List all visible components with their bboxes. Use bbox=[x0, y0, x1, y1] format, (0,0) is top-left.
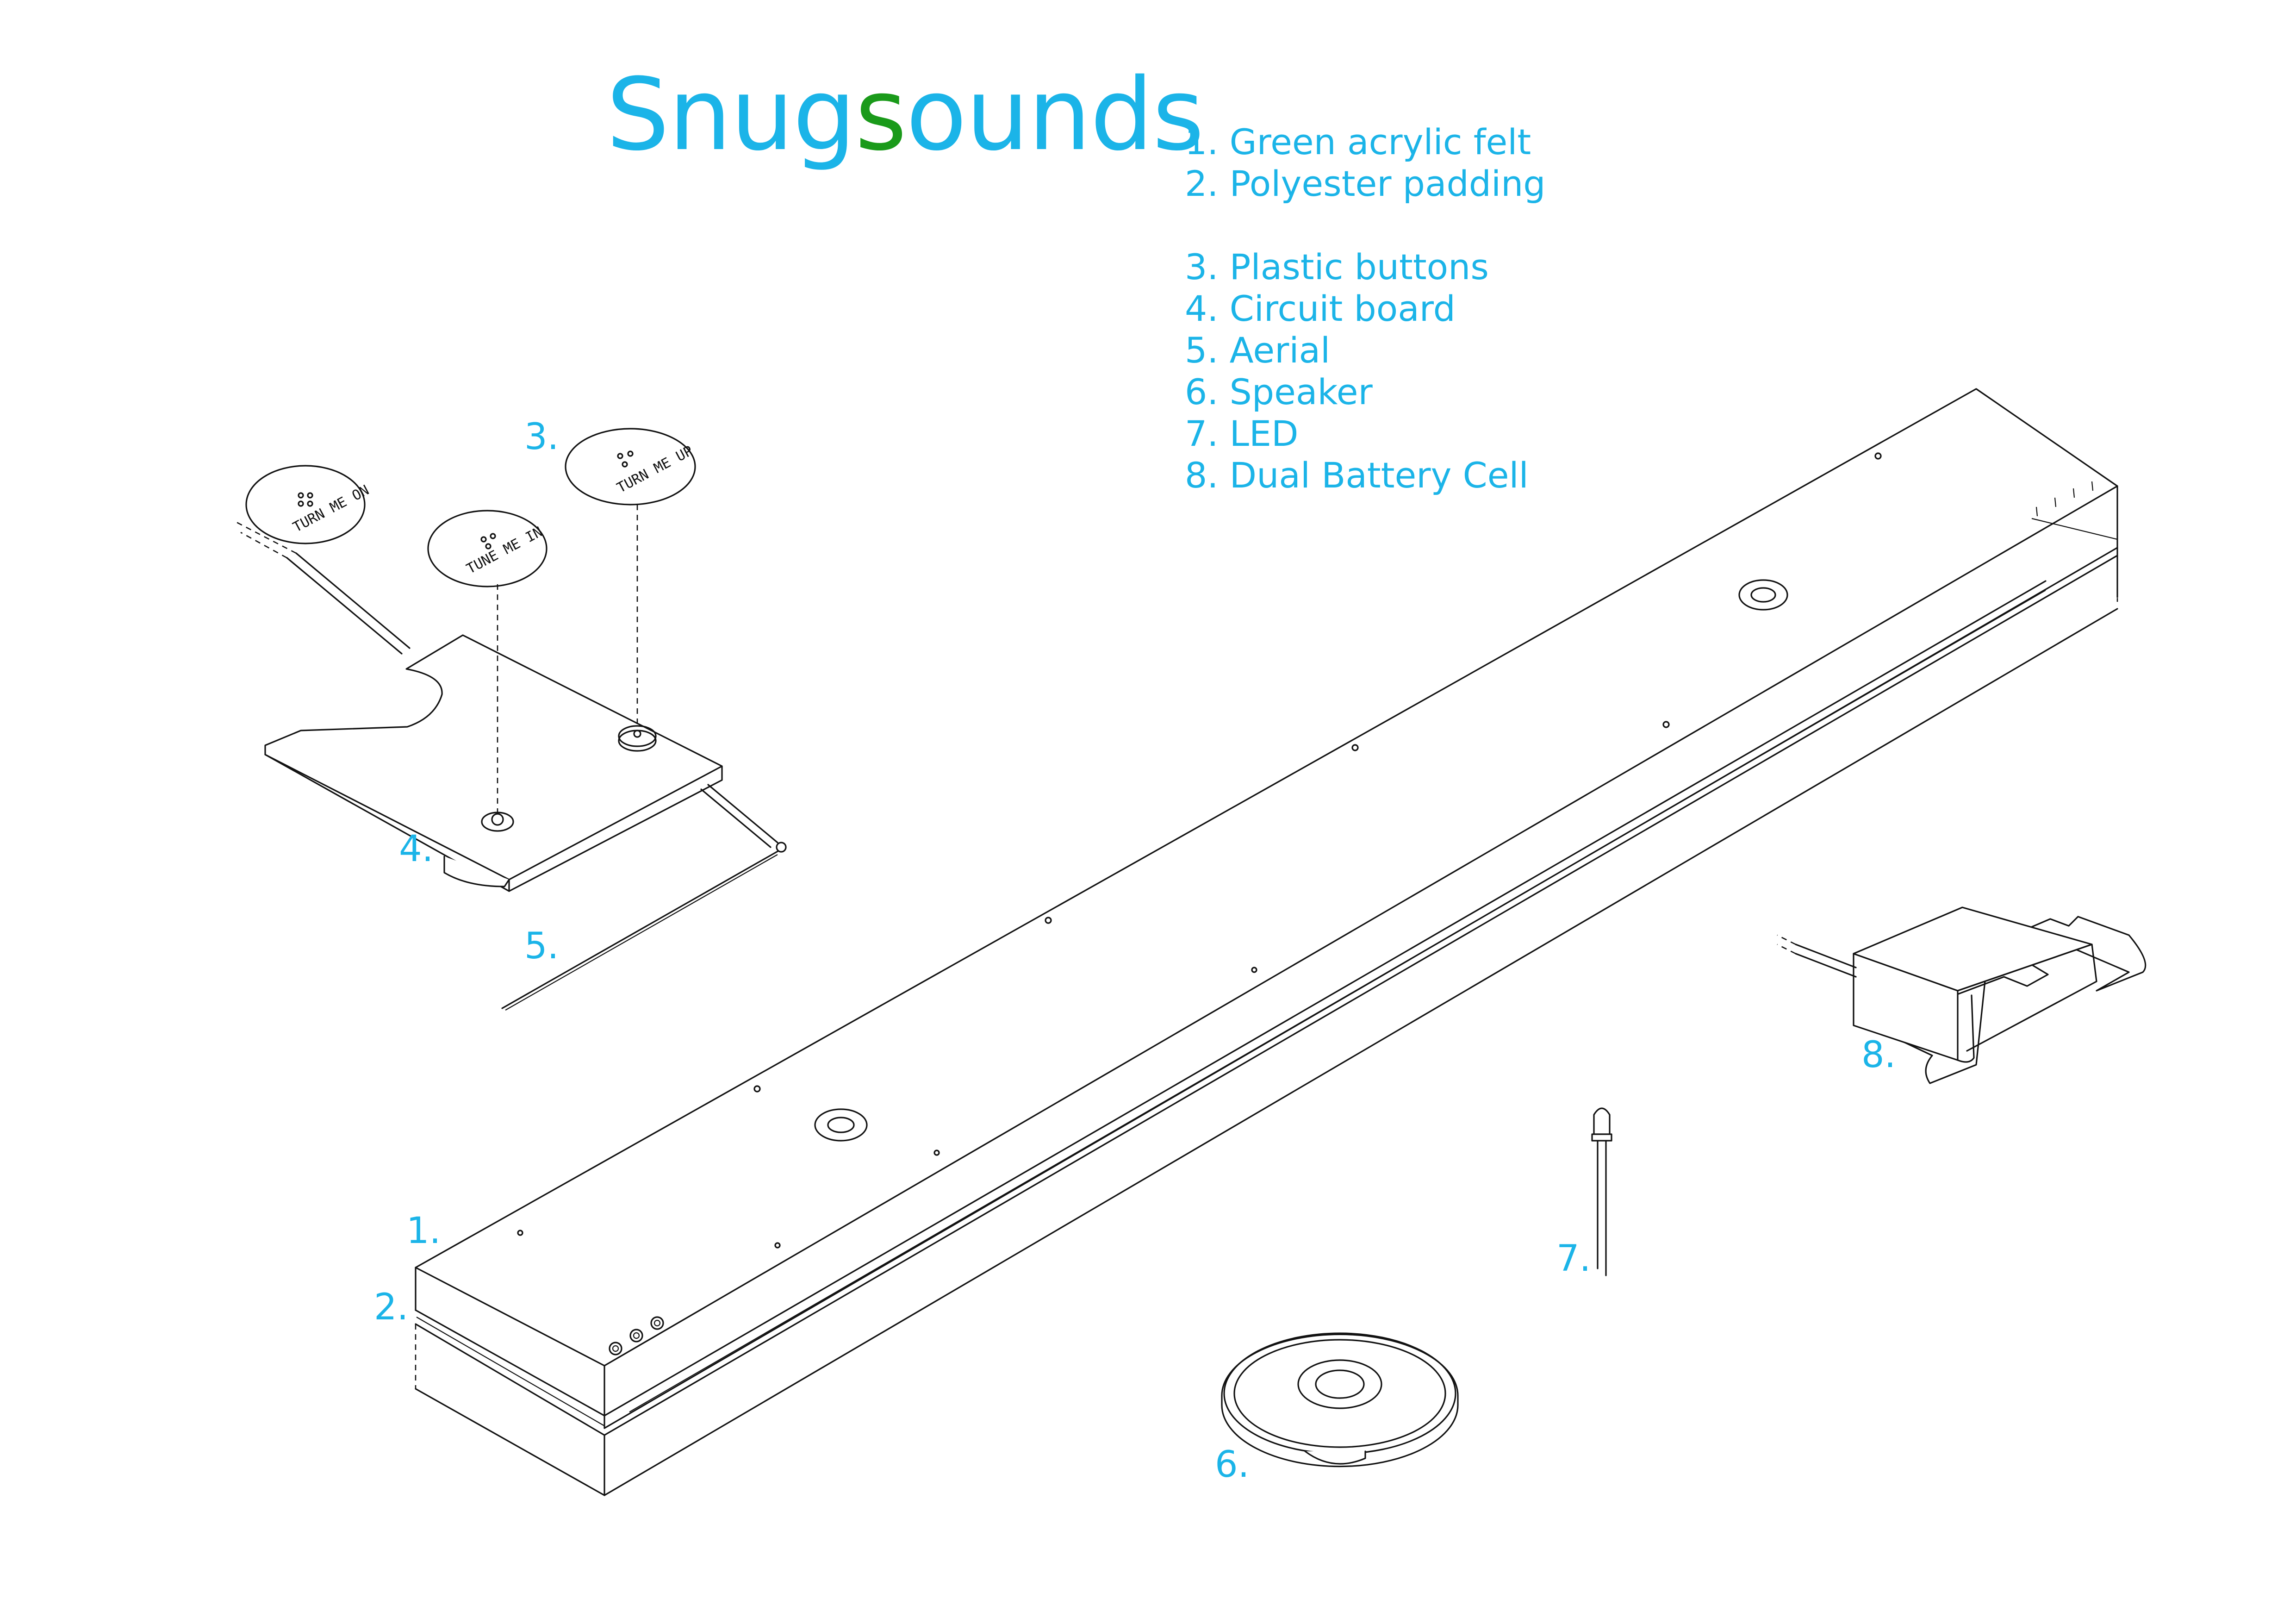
legend-item-2: 2. Polyester padding bbox=[1185, 163, 1546, 204]
legend-item-5: 5. Aerial bbox=[1185, 330, 1331, 371]
callout-7: 7. bbox=[1556, 1238, 1591, 1280]
parts-legend: 1. Green acrylic felt 2. Polyester paddi… bbox=[1185, 121, 1546, 496]
callout-4: 4. bbox=[399, 828, 434, 870]
legend-item-7: 7. LED bbox=[1185, 413, 1299, 454]
callout-5: 5. bbox=[524, 925, 559, 967]
padding-layer-icon bbox=[416, 1317, 605, 1426]
legend-item-4: 4. Circuit board bbox=[1185, 288, 1456, 329]
callout-3: 3. bbox=[524, 416, 559, 458]
speaker-icon bbox=[1221, 1332, 1459, 1468]
legend-item-1: 1. Green acrylic felt bbox=[1185, 121, 1531, 162]
title-part-ounds: ounds bbox=[906, 56, 1205, 173]
title-part-s-green: s bbox=[855, 56, 907, 173]
callout-8: 8. bbox=[1861, 1034, 1896, 1076]
aerial-wire-icon bbox=[501, 850, 779, 1011]
felt-strip-icon bbox=[415, 388, 2118, 1496]
legend-item-8: 8. Dual Battery Cell bbox=[1185, 455, 1529, 496]
callout-1: 1. bbox=[406, 1210, 441, 1252]
page-title: Snugsounds bbox=[606, 65, 1204, 164]
circuit-board-icon bbox=[233, 520, 787, 892]
callout-2: 2. bbox=[374, 1287, 409, 1328]
title-part-snug: Snug bbox=[606, 56, 856, 173]
legend-item-3: 3. Plastic buttons bbox=[1185, 246, 1489, 287]
legend-item-6: 6. Speaker bbox=[1185, 371, 1373, 412]
battery-holder-icon bbox=[1777, 906, 2147, 1084]
callout-6: 6. bbox=[1215, 1444, 1250, 1486]
led-icon bbox=[1591, 1107, 1612, 1276]
